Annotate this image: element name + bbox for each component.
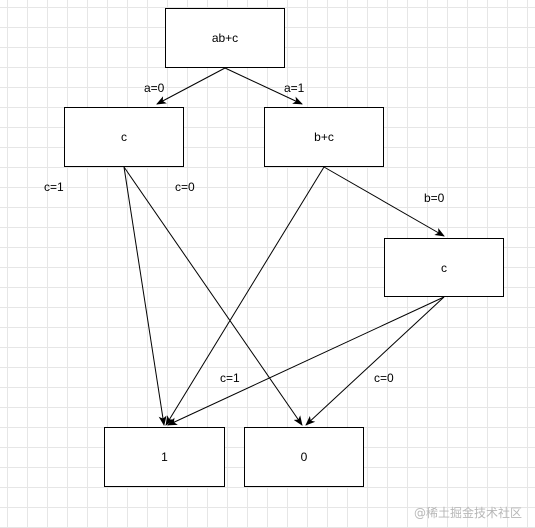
node-left[interactable]: c	[64, 107, 184, 167]
node-zero-label: 0	[300, 450, 308, 464]
edge-label-left-c0: c=0	[175, 180, 195, 194]
watermark: @稀土掘金技术社区	[413, 506, 522, 520]
edge-root-to-left	[156, 67, 226, 105]
node-middle-label: b+c	[314, 130, 334, 144]
edge-label-right-c0: c=0	[374, 371, 394, 385]
edge-label-b0: b=0	[424, 191, 445, 205]
node-left-label: c	[121, 130, 127, 144]
node-zero[interactable]: 0	[244, 427, 364, 487]
edge-right-to-zero	[305, 296, 445, 426]
node-middle[interactable]: b+c	[264, 107, 384, 167]
node-one[interactable]: 1	[104, 427, 225, 487]
edge-label-right-c1: c=1	[220, 371, 240, 385]
node-root-label: ab+c	[211, 31, 239, 45]
node-right-label: c	[441, 260, 447, 275]
edge-left-to-zero	[123, 166, 303, 426]
edge-middle-to-right	[323, 166, 445, 237]
node-right[interactable]: c	[384, 238, 504, 297]
node-one-label: 1	[161, 450, 168, 464]
edge-label-left-c1: c=1	[44, 180, 64, 194]
edge-left-to-one	[123, 166, 167, 426]
edge-right-to-one	[167, 296, 445, 426]
edge-root-to-middle	[224, 67, 303, 105]
edge-label-a1: a=1	[284, 81, 305, 95]
edge-middle-to-one	[165, 166, 325, 426]
node-root[interactable]: ab+c	[165, 8, 285, 68]
edge-label-a0: a=0	[144, 81, 165, 95]
